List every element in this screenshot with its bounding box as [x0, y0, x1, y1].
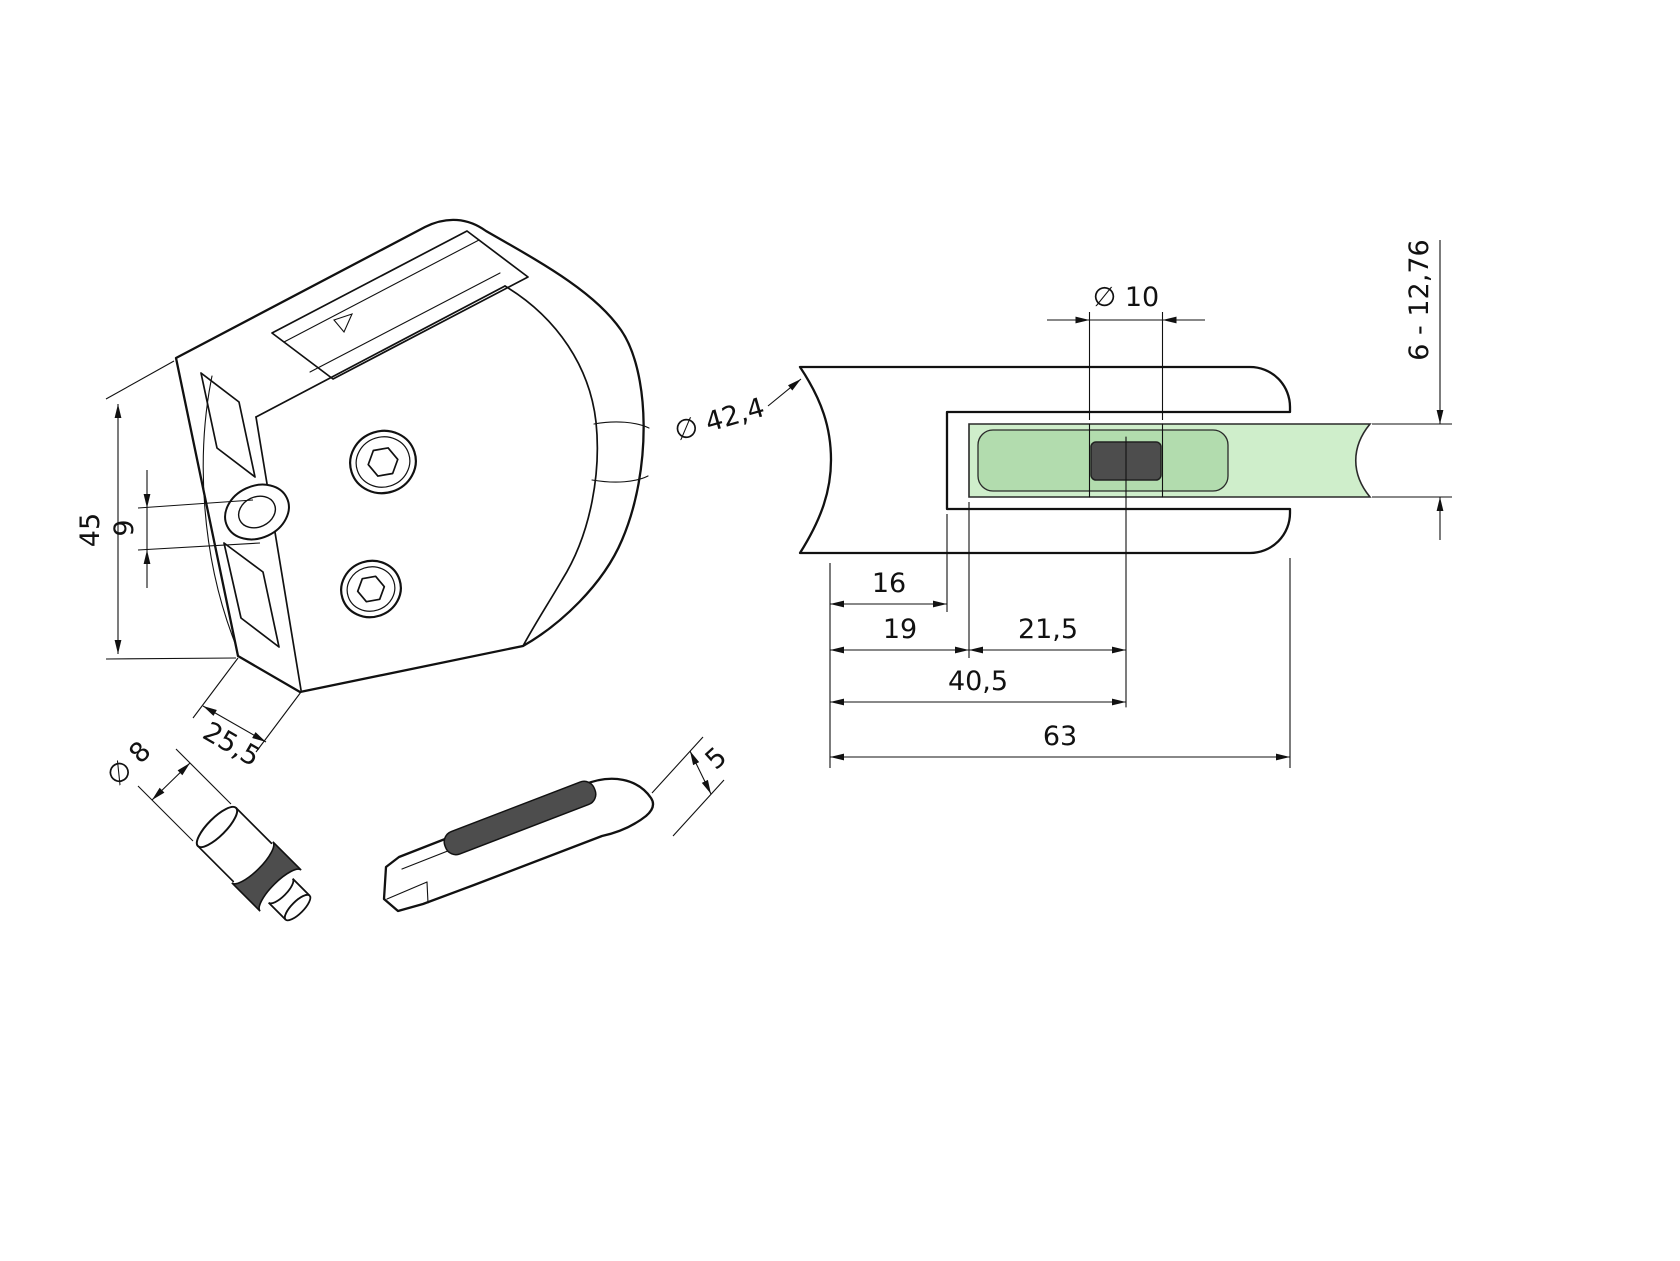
dim-9-ext-bottom [137, 542, 261, 551]
dim-25-5-ext-front [255, 691, 302, 753]
dim-45-group: 45 [75, 360, 237, 660]
dim-16-label: 16 [872, 568, 906, 599]
dim-d10-label: ∅ 10 [1093, 282, 1159, 313]
saddle-curve-line [202, 375, 236, 644]
dim-45-ext-bottom [105, 657, 237, 660]
rubber-pad-plate [382, 777, 655, 913]
dim-pad-thickness-group: 5 [651, 736, 734, 837]
pin-top-cap [195, 805, 239, 849]
screw-lower-chamfer [346, 566, 396, 612]
dim-d8-label: ∅ 8 [101, 736, 158, 793]
section-view: ∅ 10 ∅ 42,4 6 - 12,76 16 19 [671, 239, 1452, 768]
dim-19-group: 19 [830, 614, 969, 654]
rim-slot-line-top [593, 421, 650, 429]
dim-9-label: 9 [109, 519, 140, 536]
dim-d42-label: ∅ 42,4 [671, 392, 768, 447]
dim-45-label: 45 [75, 513, 106, 547]
screw-upper [349, 429, 417, 495]
clamp-body-section [798, 365, 1292, 555]
dim-21-5-group: 21,5 [969, 614, 1126, 654]
dim-25-5-line [202, 705, 267, 743]
dim-d8-ext-2 [175, 748, 232, 805]
pad-rubber-strip-wrap [443, 780, 597, 856]
dim-glass-range-group: 6 - 12,76 [1372, 239, 1452, 540]
dim-40-5-group: 40,5 [830, 666, 1126, 706]
top-slot-opening [271, 230, 529, 380]
isometric-view: 45 9 25,5 [75, 218, 650, 773]
front-face-boundary [504, 285, 599, 647]
dim-40-5-label: 40,5 [948, 666, 1008, 697]
saddle-slot-lower [223, 542, 280, 648]
dim-9-group: 9 [109, 470, 261, 588]
dim-d10-group: ∅ 10 [1047, 282, 1205, 420]
dim-25-5-label: 25,5 [197, 716, 265, 773]
dim-63-label: 63 [1043, 721, 1077, 752]
dim-tube-diameter-group: ∅ 42,4 [671, 378, 802, 447]
top-front-edge [255, 285, 506, 418]
pad-step-line-1 [386, 881, 428, 900]
dim-d8-line [151, 762, 191, 801]
rim-slot-line-bottom [591, 475, 649, 483]
screw-upper-hex-socket [367, 447, 399, 477]
dim-5-line [689, 750, 712, 795]
pad-step-line-2 [426, 881, 429, 904]
dim-9-ext-top [137, 499, 254, 509]
dim-63-group: 63 [830, 721, 1290, 761]
pin-body-sides [197, 807, 273, 883]
screw-lower-hex-socket [356, 575, 386, 603]
dim-5-ext-1 [651, 736, 704, 794]
dim-glass-range-label: 6 - 12,76 [1404, 239, 1435, 360]
pin-tip-end-cap [283, 893, 312, 922]
dim-5-label: 5 [700, 741, 734, 776]
rubber-pad-detail-view: 5 [382, 736, 734, 913]
saddle-slot-upper [200, 372, 256, 478]
slot-inner-line-2 [309, 272, 501, 373]
saddle-hole-inner [237, 495, 277, 529]
dim-5-ext-2 [672, 779, 725, 837]
dim-21-5-label: 21,5 [1018, 614, 1078, 645]
dim-16-group: 16 [830, 568, 947, 608]
dim-d42-leader [767, 378, 802, 407]
slot-triangle-mark [333, 313, 354, 334]
screw-upper-chamfer [355, 436, 411, 488]
dim-25-5-ext-back [192, 657, 239, 719]
slot-inner-line-1 [283, 239, 480, 343]
dim-45-ext-top [105, 360, 175, 400]
dim-19-label: 19 [883, 614, 917, 645]
pad-rubber-strip [443, 780, 597, 856]
screw-lower [340, 559, 402, 619]
front-left-edge [255, 416, 302, 691]
dim-d8-ext-1 [137, 785, 194, 842]
security-pin [195, 805, 312, 922]
pin-detail-view: ∅ 8 [101, 736, 312, 922]
